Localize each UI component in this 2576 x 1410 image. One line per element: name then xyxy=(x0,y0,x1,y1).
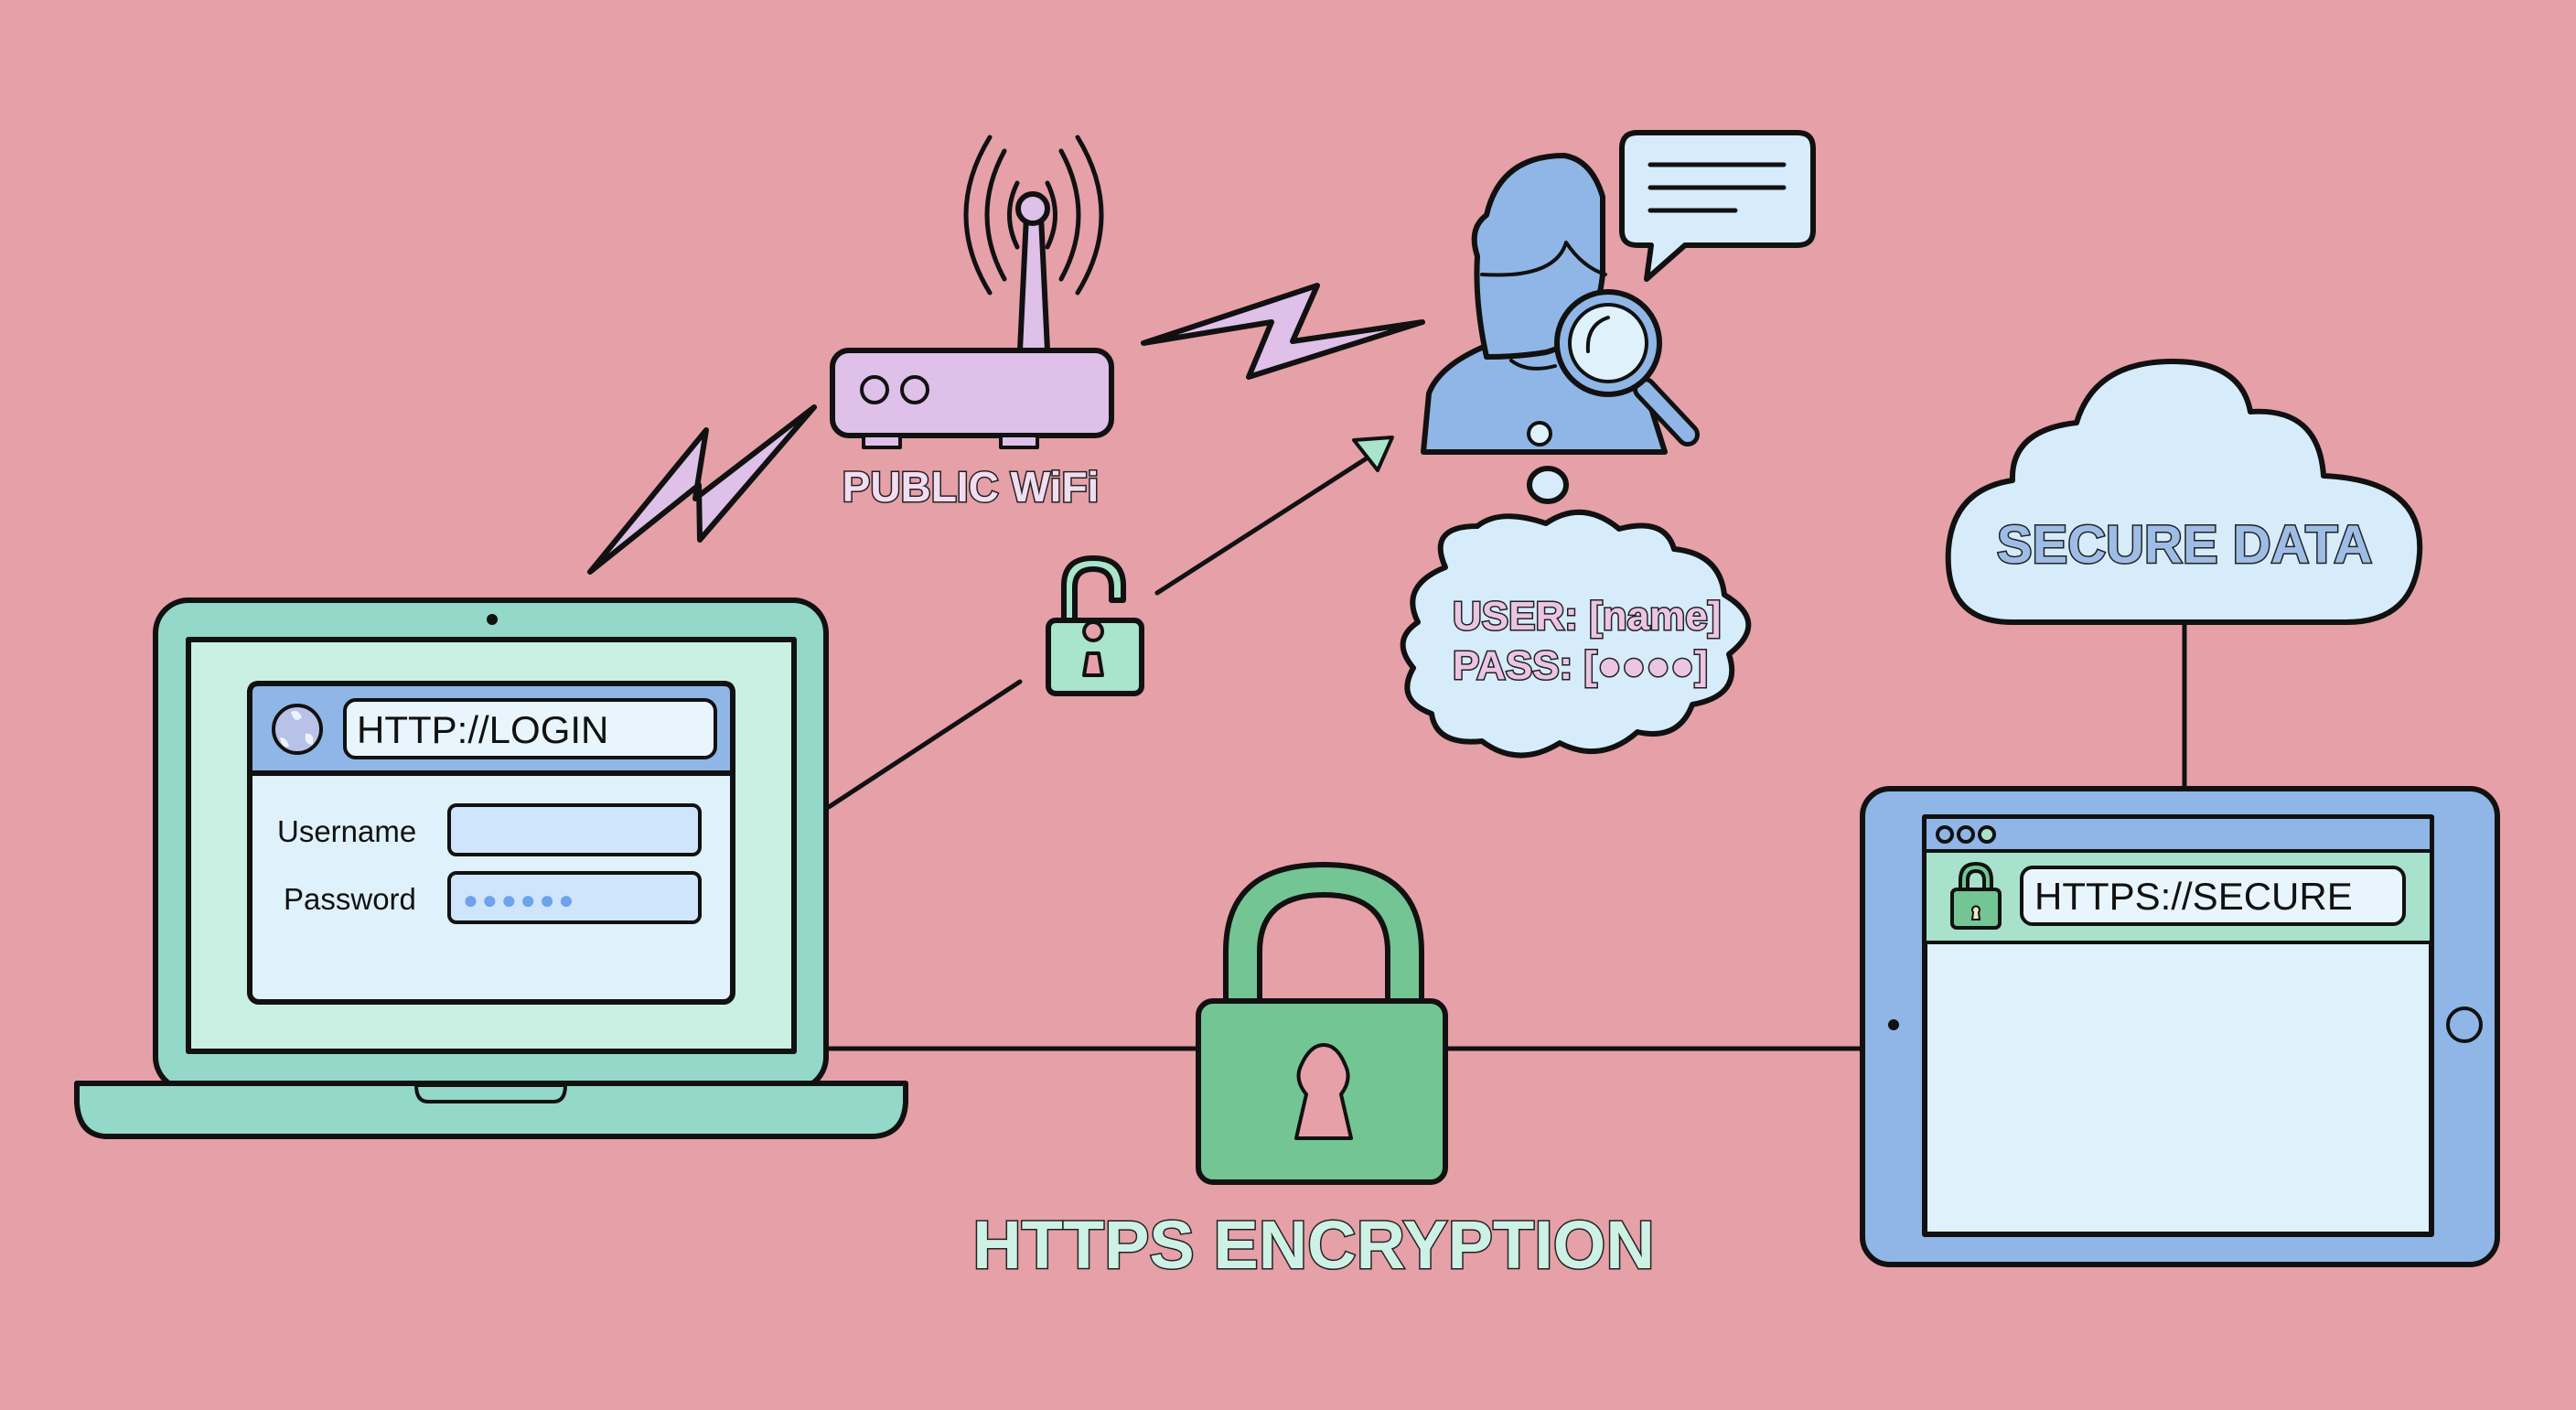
laptop-browser-window: HTTP://LOGIN Username Password ●●●●●● xyxy=(247,681,735,1005)
cloud-label: SECURE DATA xyxy=(1997,515,2372,575)
thought-bubble: USER: [name] PASS: [●●●●] xyxy=(1400,466,1752,759)
url-text: HTTP://LOGIN xyxy=(357,708,608,751)
lightning-bolt-icon-right xyxy=(1141,283,1425,380)
secure-url-bar[interactable] xyxy=(2020,866,2406,926)
username-label: Username xyxy=(277,814,416,848)
window-dots xyxy=(1936,825,1996,844)
cloud-icon: SECURE DATA xyxy=(1945,359,2423,625)
hacker-magnifier-icon xyxy=(1421,153,1700,455)
router-label: PUBLIC WiFi xyxy=(843,463,1100,511)
insecure-link-arrow-line xyxy=(1154,452,1375,596)
password-input[interactable] xyxy=(447,871,702,924)
wifi-router-icon xyxy=(830,135,1114,449)
arrow-head-icon xyxy=(1352,436,1394,472)
tablet: HTTPS://SECURE xyxy=(1860,786,2500,1267)
connection-lines xyxy=(824,436,2187,1051)
username-input[interactable] xyxy=(447,803,702,856)
unlocked-padlock-icon xyxy=(1046,555,1144,696)
https-encryption-label: HTTPS ENCRYPTION xyxy=(972,1207,1655,1283)
password-value: ●●●●●● xyxy=(463,886,577,914)
speech-bubble-icon xyxy=(1619,130,1816,282)
padlock-icon xyxy=(1950,862,2002,930)
locked-padlock-icon xyxy=(1196,862,1448,1185)
thought-password: PASS: [●●●●] xyxy=(1453,643,1708,688)
thought-username: USER: [name] xyxy=(1453,594,1721,639)
secure-url-text: HTTPS://SECURE xyxy=(2034,875,2353,918)
lightning-bolt-icon-left xyxy=(587,404,817,575)
globe-icon xyxy=(272,704,323,755)
url-bar[interactable] xyxy=(343,698,717,759)
insecure-link-line xyxy=(826,679,1023,810)
tablet-home-button[interactable] xyxy=(2446,1006,2483,1043)
password-label: Password xyxy=(284,882,416,916)
